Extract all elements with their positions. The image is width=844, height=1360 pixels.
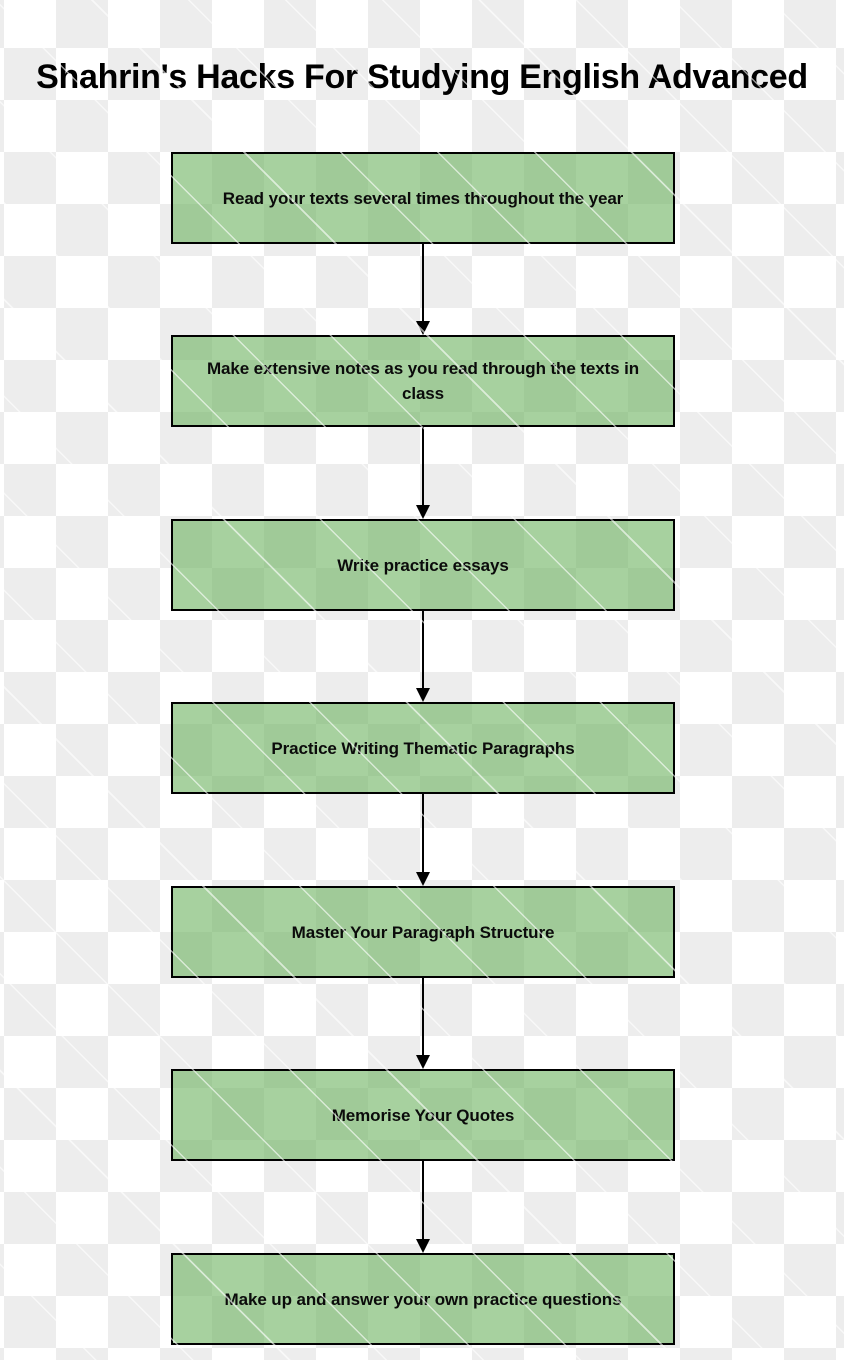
flow-node-label: Make extensive notes as you read through…	[206, 359, 640, 403]
arrowhead-down-icon	[416, 688, 430, 702]
flow-arrow	[415, 244, 431, 335]
flow-node-paragraph-structure: Master Your Paragraph Structure	[171, 886, 675, 978]
flow-node-label: Practice Writing Thematic Paragraphs	[271, 738, 575, 758]
arrowhead-down-icon	[416, 321, 430, 335]
flow-node-label: Master Your Paragraph Structure	[291, 922, 555, 942]
flow-arrow	[415, 1161, 431, 1253]
arrow-shaft	[422, 1161, 424, 1241]
flow-node-thematic-paragraphs: Practice Writing Thematic Paragraphs	[171, 702, 675, 794]
flow-node-label: Memorise Your Quotes	[331, 1105, 515, 1125]
arrow-shaft	[422, 244, 424, 323]
arrowhead-down-icon	[416, 1239, 430, 1253]
arrowhead-down-icon	[416, 505, 430, 519]
arrow-shaft	[422, 978, 424, 1057]
flow-node-make-notes: Make extensive notes as you read through…	[171, 335, 675, 427]
flow-arrow	[415, 978, 431, 1069]
flow-arrow	[415, 611, 431, 702]
arrowhead-down-icon	[416, 872, 430, 886]
flow-arrow	[415, 794, 431, 886]
flow-node-label: Read your texts several times throughout…	[222, 188, 624, 208]
flow-node-label: Write practice essays	[337, 555, 509, 575]
flow-node-practice-essays: Write practice essays	[171, 519, 675, 611]
flow-node-practice-questions: Make up and answer your own practice que…	[171, 1253, 675, 1345]
arrow-shaft	[422, 794, 424, 874]
flow-node-memorise-quotes: Memorise Your Quotes	[171, 1069, 675, 1161]
arrowhead-down-icon	[416, 1055, 430, 1069]
arrow-shaft	[422, 611, 424, 690]
arrow-shaft	[422, 427, 424, 507]
flow-node-read-texts: Read your texts several times throughout…	[171, 152, 675, 244]
flow-arrow	[415, 427, 431, 519]
page-title: Shahrin's Hacks For Studying English Adv…	[36, 58, 808, 96]
flow-node-label: Make up and answer your own practice que…	[224, 1289, 622, 1309]
